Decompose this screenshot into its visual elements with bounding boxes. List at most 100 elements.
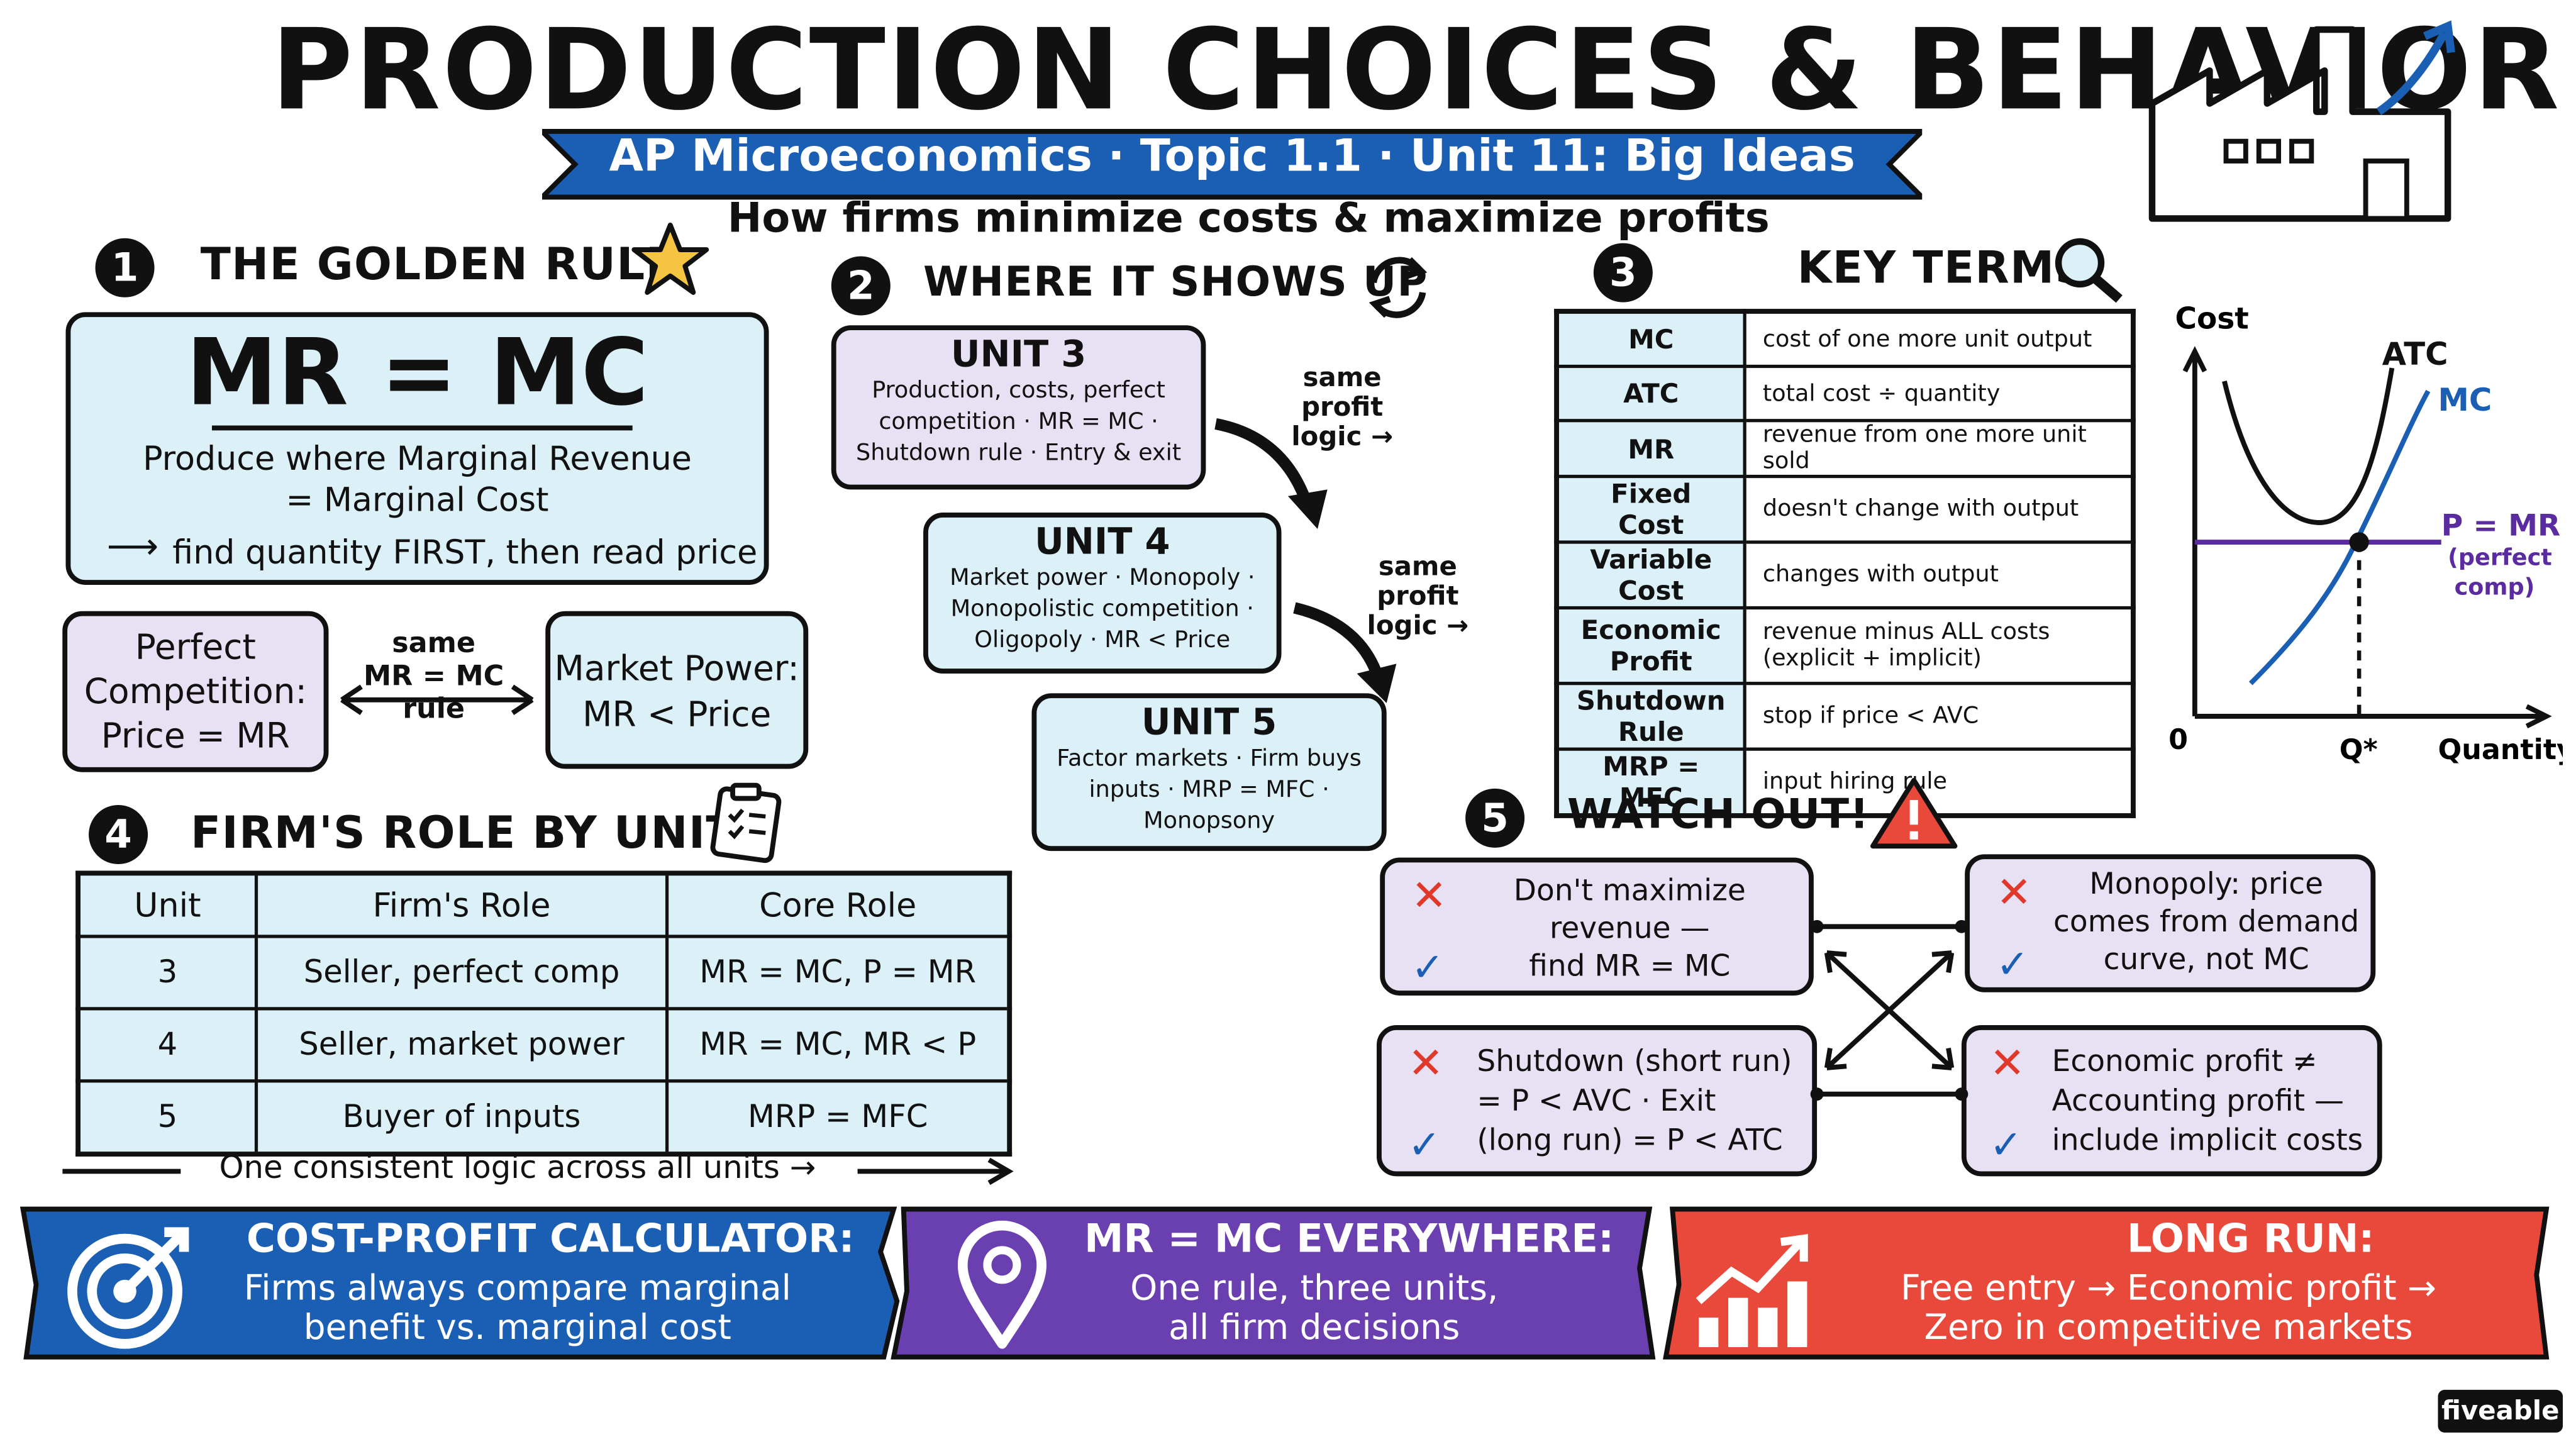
key-term-definition: revenue minus ALL costs (explicit + impl…	[1743, 606, 2135, 686]
banner-1-line-1: Firms always compare marginal	[243, 1268, 791, 1308]
consistent-logic-arrow	[62, 1157, 1014, 1185]
unit-4-line-3: Oligopoly · MR < Price	[974, 627, 1231, 654]
banner-3-line-1: Free entry → Economic profit →	[1901, 1268, 2437, 1308]
origin-label: 0	[2168, 724, 2188, 756]
key-term-definition: cost of one more unit output	[1743, 309, 2135, 369]
banner-2-line-1: One rule, three units,	[1130, 1268, 1499, 1308]
warning-icon	[1870, 777, 1958, 849]
section-number-2: 2	[831, 256, 891, 316]
watch-out-4-line-1: Economic profit ≠	[2051, 1045, 2318, 1080]
x-mark-icon: ✕	[1411, 872, 1447, 922]
flow-arrows	[1214, 418, 1397, 704]
watch-out-heading: WATCH OUT!	[1567, 790, 1870, 838]
table-cell: 3	[76, 935, 258, 1011]
banner-3-line-2: Zero in competitive markets	[1924, 1307, 2413, 1348]
golden-rule-heading: THE GOLDEN RULE	[200, 240, 677, 291]
firm-role-heading: FIRM'S ROLE BY UNIT	[191, 808, 737, 860]
unit-4-line-2: Monopolistic competition ·	[950, 596, 1254, 623]
unit-4-title: UNIT 4	[1035, 522, 1170, 564]
brand-logo: fiveable	[2438, 1389, 2563, 1433]
key-term-definition: doesn't change with output	[1743, 474, 2135, 544]
atc-curve	[2222, 367, 2395, 525]
unit-3-line-3: Shutdown rule · Entry & exit	[856, 440, 1182, 467]
x-axis	[2194, 704, 2552, 729]
section-number-3: 3	[1593, 243, 1653, 303]
key-term-definition: stop if price < AVC	[1743, 682, 2135, 751]
watch-out-item-3: ✕ ✓ Shutdown (short run) = P < AVC · Exi…	[1377, 1025, 1818, 1177]
x-mark-icon: ✕	[1989, 1040, 2026, 1089]
perfect-competition-line-2: Competition:	[84, 672, 307, 712]
consistent-logic-label: One consistent logic across all units →	[219, 1150, 816, 1187]
unit-5-line-1: Factor markets · Firm buys	[1057, 745, 1362, 772]
check-mark-icon: ✓	[1411, 945, 1445, 991]
key-term-definition: total cost ÷ quantity	[1743, 364, 2135, 423]
key-term-definition: changes with output	[1743, 540, 2135, 610]
watch-out-connectors	[1810, 919, 1968, 1101]
key-term-name: Shutdown Rule	[1555, 682, 1746, 751]
key-term-name: ATC	[1555, 364, 1746, 423]
watch-out-2-line-2: comes from demand	[2053, 905, 2360, 940]
unit-3-line-1: Production, costs, perfect	[872, 377, 1165, 404]
page-title: PRODUCTION CHOICES & BEHAVIOR	[271, 6, 2562, 136]
same-profit-logic-2-line-1: same	[1378, 550, 1457, 582]
tagline: How firms minimize costs & maximize prof…	[727, 194, 1770, 242]
perfect-competition-line-1: Perfect	[135, 627, 256, 667]
banner-bg	[19, 1206, 900, 1360]
key-term-definition: revenue from one more unit sold	[1743, 419, 2135, 479]
upward-arrow-icon	[2376, 20, 2455, 116]
watch-out-1-line-1: Don't maximize	[1513, 874, 1746, 909]
factory-icon	[2148, 26, 2451, 222]
x-mark-icon: ✕	[1996, 869, 2032, 919]
check-mark-icon: ✓	[1996, 941, 2029, 987]
golden-rule-line-3: find quantity FIRST, then read price	[172, 532, 758, 572]
banner-mr-mc: MR = MC EVERYWHERE: One rule, three unit…	[887, 1202, 1660, 1363]
column-header: Core Role	[665, 871, 1011, 938]
market-power-line-1: Market Power:	[554, 648, 799, 689]
table-cell: Buyer of inputs	[254, 1079, 669, 1156]
y-axis-label: Cost	[2175, 301, 2249, 336]
watch-out-4-line-3: include implicit costs	[2051, 1123, 2363, 1158]
golden-rule-box: MR = MC Produce where Marginal Revenue =…	[65, 312, 769, 585]
check-mark-icon: ✓	[1407, 1122, 1441, 1169]
same-profit-logic-2-line-2: profit	[1377, 580, 1459, 611]
mc-curve	[2248, 389, 2431, 686]
key-term-name: MRP = MFC	[1555, 747, 1746, 818]
same-profit-logic-2: same profit logic →	[1367, 550, 1469, 641]
key-term-name: Fixed Cost	[1555, 474, 1746, 544]
key-term-name: MC	[1555, 309, 1746, 369]
market-power-line-2: MR < Price	[582, 694, 772, 735]
unit-5-line-2: inputs · MRP = MFC ·	[1089, 777, 1330, 804]
star-icon	[631, 222, 709, 295]
unit-3-title: UNIT 3	[950, 335, 1087, 377]
same-profit-logic-1-line-1: same	[1302, 361, 1382, 393]
table-cell: MR = MC, MR < P	[665, 1007, 1011, 1083]
price-line-note-2: comp)	[2455, 574, 2535, 601]
banner-2-line-2: all firm decisions	[1169, 1307, 1460, 1348]
watch-out-3-line-2: = P < AVC · Exit	[1477, 1084, 1716, 1119]
refresh-icon	[1368, 257, 1428, 318]
banner-long-run: LONG RUN: Free entry → Economic profit →…	[1659, 1202, 2553, 1363]
watch-out-1-line-3: find MR = MC	[1529, 949, 1731, 984]
watch-out-item-2: ✕ ✓ Monopoly: price comes from demand cu…	[1965, 854, 2376, 992]
unit-5-title: UNIT 5	[1141, 703, 1277, 745]
watch-out-3-line-3: (long run) = P < ATC	[1477, 1123, 1783, 1158]
x-mark-icon: ✕	[1407, 1040, 1444, 1089]
location-pin-icon	[957, 1220, 1046, 1349]
watch-out-1-line-2: revenue —	[1550, 911, 1710, 947]
column-header: Unit	[76, 871, 258, 938]
perfect-competition-line-3: Price = MR	[101, 716, 290, 756]
same-rule-line-2: MR = MC	[363, 660, 504, 694]
table-cell: Seller, perfect comp	[254, 935, 669, 1011]
key-term-name: Variable Cost	[1555, 540, 1746, 610]
unit-3-card: UNIT 3 Production, costs, perfect compet…	[831, 325, 1206, 490]
same-profit-logic-2-line-3: logic →	[1367, 609, 1469, 641]
